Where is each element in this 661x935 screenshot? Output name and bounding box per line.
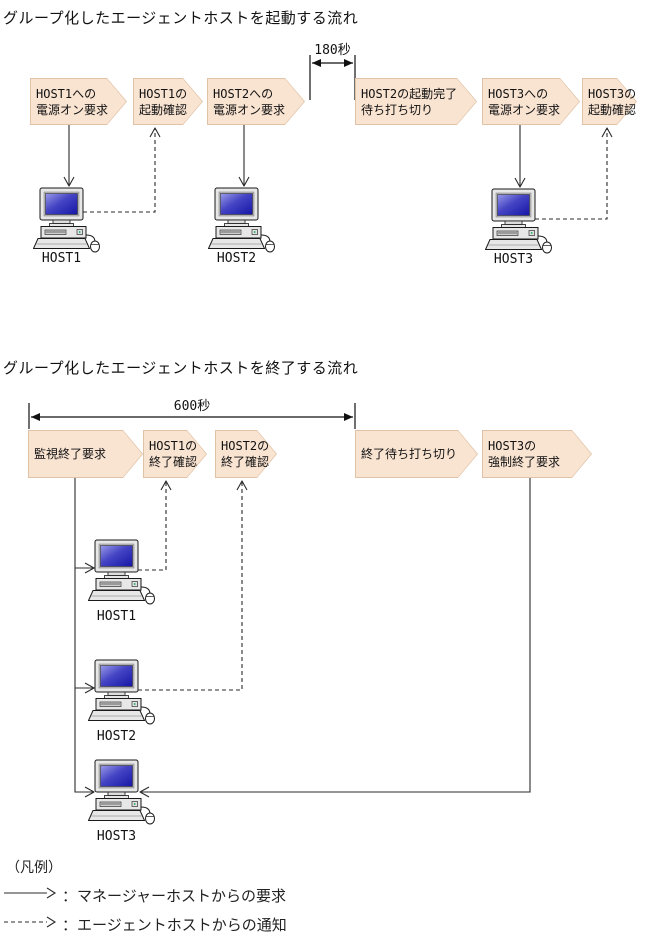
step-label: HOST3の 起動確認 <box>588 86 637 117</box>
computer-icon <box>209 188 275 252</box>
chevron-shape <box>355 430 478 478</box>
step-label: HOST2への 電源オン要求 <box>213 86 286 117</box>
host-label: HOST2 <box>96 729 137 744</box>
host-label: HOST1 <box>41 251 82 266</box>
chevron-shape <box>482 430 592 478</box>
dashed-arrowhead-icon <box>46 916 57 928</box>
start-host-computers <box>34 188 552 253</box>
step-confirm-stop-host2: HOST2の 終了確認 <box>215 430 277 478</box>
start-request-arrows <box>69 125 520 187</box>
step-timeout-host2: HOST2の起動完了 待ち打ち切り <box>355 78 477 125</box>
chevron-shape <box>30 78 127 125</box>
end-request-arrows <box>74 478 531 792</box>
step-label: 終了待ち打ち切り <box>361 447 458 461</box>
host-label: HOST2 <box>216 251 257 266</box>
step-label: HOST3の 強制終了要求 <box>488 439 561 469</box>
solid-arrowhead-icon <box>46 887 57 899</box>
host-label: HOST3 <box>493 252 534 267</box>
step-label: 監視終了要求 <box>34 447 107 461</box>
step-label: HOST1の 起動確認 <box>139 86 188 117</box>
step-monitor-stop-request: 監視終了要求 <box>28 430 143 478</box>
legend-heading: （凡例） <box>6 860 62 876</box>
chevron-shape <box>482 78 580 125</box>
step-power-on-host3: HOST3への 電源オン要求 <box>482 78 580 125</box>
step-confirm-stop-host1: HOST1の 終了確認 <box>143 430 207 478</box>
chevron-shape <box>28 430 143 478</box>
end-timer-label: 600秒 <box>173 399 211 414</box>
step-confirm-start-host1: HOST1の 起動確認 <box>133 78 203 125</box>
legend-item-agent-notify: ：エージェントホストからの通知 <box>62 916 287 934</box>
step-confirm-start-host3: HOST3の 起動確認 <box>582 78 637 125</box>
end-timer-span <box>28 403 356 429</box>
computer-icon <box>89 660 155 724</box>
start-timer-span <box>309 55 356 100</box>
computer-icon <box>486 189 552 253</box>
host-label: HOST3 <box>96 829 137 844</box>
start-timer-label: 180秒 <box>314 43 351 58</box>
end-host-computers <box>89 540 155 824</box>
chevron-shape <box>355 78 477 125</box>
step-label: HOST1への 電源オン要求 <box>36 86 109 117</box>
end-flow-title: グループ化したエージェントホストを終了する流れ <box>3 359 359 377</box>
chevron-shape <box>207 78 305 125</box>
step-label: HOST2の 終了確認 <box>221 439 270 469</box>
legend-arrow-samples <box>4 887 57 928</box>
host-label: HOST1 <box>96 609 137 624</box>
end-notify-arrows <box>138 481 242 691</box>
step-label: HOST2の起動完了 待ち打ち切り <box>361 86 458 117</box>
computer-icon <box>89 540 155 604</box>
step-label: HOST1の 終了確認 <box>149 439 198 469</box>
computer-icon <box>34 188 100 252</box>
legend-item-manager-request: ：マネージャーホストからの要求 <box>62 887 286 905</box>
start-notify-arrows <box>83 128 607 220</box>
step-power-on-host2: HOST2への 電源オン要求 <box>207 78 305 125</box>
step-power-on-host1: HOST1への 電源オン要求 <box>30 78 127 125</box>
start-flow-title: グループ化したエージェントホストを起動する流れ <box>3 9 359 27</box>
step-label: HOST3への 電源オン要求 <box>488 86 561 117</box>
step-stop-wait-timeout: 終了待ち打ち切り <box>355 430 478 478</box>
step-force-stop-host3: HOST3の 強制終了要求 <box>482 430 592 478</box>
